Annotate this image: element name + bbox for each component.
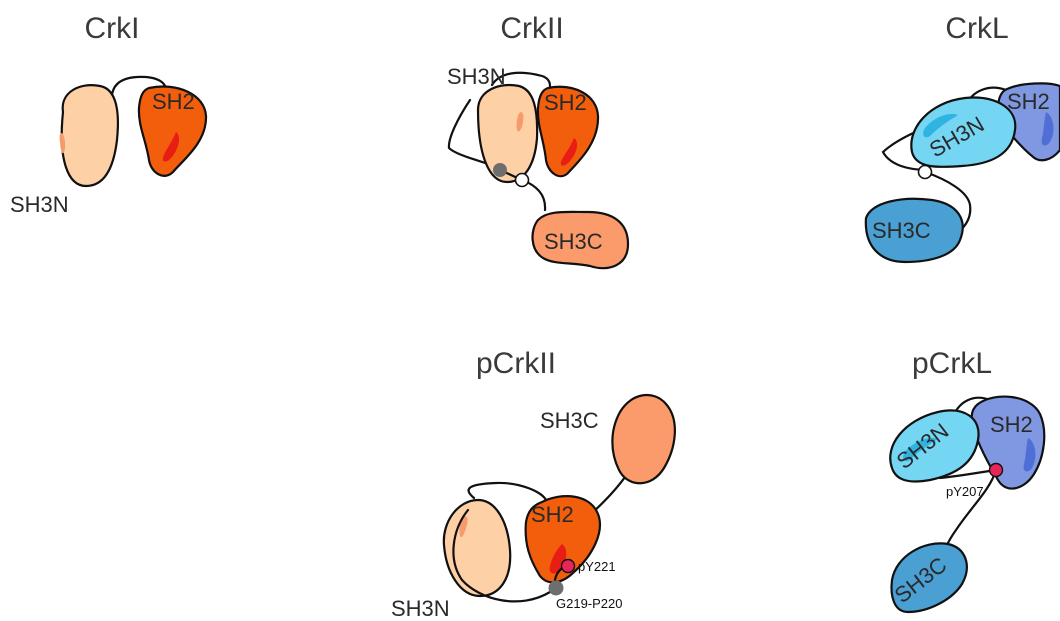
crki-sh2-label: SH2 — [152, 89, 195, 114]
crkl-sh2-label: SH2 — [1007, 89, 1050, 114]
crki-sh3n-label: SH3N — [10, 192, 69, 217]
pcrkii-structure: SH3C SH2 SH3N pY221 G219-P220 — [391, 395, 675, 621]
title-crki: CrkI — [85, 12, 140, 45]
pcrkii-linker-site-gray — [549, 581, 564, 596]
crki-sh3n-domain — [62, 85, 118, 186]
crkl-structure: SH2 SH3N SH3C — [866, 83, 1060, 262]
crkii-structure: SH3N SH2 SH3C — [447, 64, 628, 268]
pcrkl-structure: SH2 SH3N SH3C pY207 — [890, 397, 1045, 612]
pcrkii-sh3c-domain — [612, 395, 675, 483]
pcrkii-sh2-label: SH2 — [531, 502, 574, 527]
crkii-linker-site-open — [516, 174, 529, 187]
title-crkl: CrkL — [945, 12, 1008, 45]
crkii-sh3c-label: SH3C — [544, 229, 603, 254]
title-pcrkii: pCrkII — [476, 347, 556, 380]
crkii-sh3n-domain — [478, 85, 537, 182]
pcrkl-py207-label: pY207 — [946, 484, 984, 499]
title-pcrkl: pCrkL — [912, 347, 992, 380]
pcrkii-top-linker — [469, 483, 546, 500]
pcrkii-sh3n-label: SH3N — [391, 596, 450, 621]
crkl-linker-site-open — [919, 166, 932, 179]
crki-structure: SH2 SH3N — [10, 77, 206, 217]
title-crkii: CrkII — [500, 12, 563, 45]
pcrkii-py221-label: pY221 — [578, 559, 616, 574]
crkl-sh3c-label: SH3C — [872, 218, 931, 243]
pcrkl-sh2-domain — [972, 397, 1045, 489]
pcrkii-phospho-site — [562, 560, 575, 573]
crkii-linker-site-gray — [493, 163, 507, 177]
pcrkii-g219-p220-label: G219-P220 — [556, 596, 623, 611]
pcrkl-sh2-label: SH2 — [990, 412, 1033, 437]
pcrkl-phospho-site — [990, 464, 1003, 477]
crkii-sh2-label: SH2 — [544, 90, 587, 115]
crkii-sh3n-label: SH3N — [447, 64, 506, 89]
pcrkii-sh3c-label: SH3C — [540, 408, 599, 433]
